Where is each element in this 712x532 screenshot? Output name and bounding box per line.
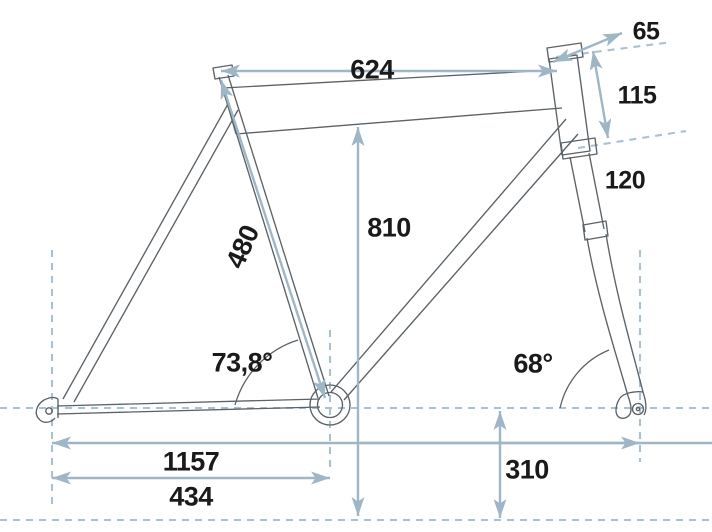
dimension-label-1157: 1157 xyxy=(162,446,220,477)
dimension-label-seat-angle: 73,8° xyxy=(211,347,273,378)
bottom-bracket xyxy=(309,384,351,426)
down-tube xyxy=(330,118,579,401)
dimension-label-65: 65 xyxy=(632,17,660,46)
dimension-label-115: 115 xyxy=(617,81,657,110)
dimension-label-310: 310 xyxy=(505,454,549,485)
dim-line-115 xyxy=(589,50,612,139)
dim-line-65 xyxy=(552,31,623,64)
dimension-label-head-angle: 68° xyxy=(513,348,553,379)
bicycle-frame-outline xyxy=(35,42,647,426)
fork-blade xyxy=(586,233,647,419)
chain-stay xyxy=(56,398,321,415)
rear-dropout xyxy=(35,396,59,423)
dimension-label-810: 810 xyxy=(367,212,411,243)
dimension-lines xyxy=(52,31,712,518)
dimension-label-434: 434 xyxy=(169,481,213,512)
seat-stay xyxy=(62,103,239,403)
head-tube-bottom-ref xyxy=(577,129,687,150)
fork-crown xyxy=(569,152,609,241)
dimension-label-120: 120 xyxy=(604,166,646,195)
angle-arcs xyxy=(234,339,610,409)
head-angle-arc xyxy=(559,349,610,409)
reference-lines xyxy=(0,250,712,522)
dimension-label-624: 624 xyxy=(350,54,394,85)
dim-line-480 xyxy=(219,79,327,399)
